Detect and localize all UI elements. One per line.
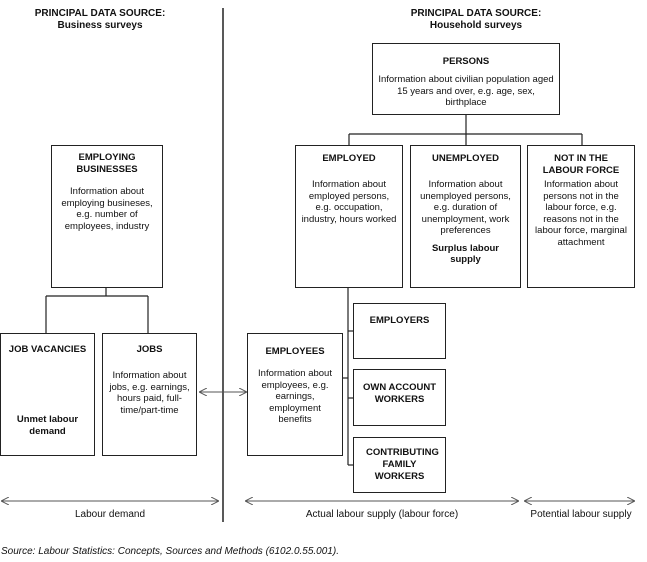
right-header: PRINCIPAL DATA SOURCE: Household surveys: [376, 8, 576, 32]
employed-title: EMPLOYED: [322, 153, 376, 164]
persons-box: PERSONS Information about civilian popul…: [372, 43, 560, 115]
employers-box: EMPLOYERS: [353, 303, 446, 359]
left-header-line1: PRINCIPAL DATA SOURCE:: [34, 8, 166, 19]
employing-businesses-desc: Information about employing busineses, e…: [61, 186, 153, 232]
own-account-workers-box: OWN ACCOUNT WORKERS: [353, 369, 446, 426]
employed-box: EMPLOYED Information about employed pers…: [295, 145, 403, 288]
left-header-line2: Business surveys: [57, 20, 143, 31]
job-vacancies-box: JOB VACANCIES Unmet labour demand: [0, 333, 95, 456]
contributing-family-workers-box: CONTRIBUTING FAMILY WORKERS: [353, 437, 446, 493]
employees-title: EMPLOYEES: [265, 346, 325, 357]
jobs-box: JOBS Information about jobs, e.g. earnin…: [102, 333, 197, 456]
contributing-family-workers-title: CONTRIBUTING FAMILY WORKERS: [366, 447, 439, 482]
unemployed-note: Surplus labour supply: [431, 242, 500, 266]
persons-desc: Information about civilian population ag…: [378, 74, 554, 108]
own-account-workers-title: OWN ACCOUNT WORKERS: [363, 382, 436, 405]
source-note: Source: Labour Statistics: Concepts, Sou…: [1, 546, 339, 557]
right-header-line2: Household surveys: [429, 20, 523, 31]
not-in-labour-force-title: NOT IN THE LABOUR FORCE: [542, 153, 620, 176]
employing-businesses-box: EMPLOYING BUSINESSES Information about e…: [51, 145, 163, 288]
employers-title: EMPLOYERS: [369, 315, 430, 326]
potential-supply-label: Potential labour supply: [530, 509, 632, 520]
jobs-desc: Information about jobs, e.g. earnings, h…: [109, 370, 190, 416]
labour-demand-label: Labour demand: [74, 509, 146, 520]
actual-supply-label: Actual labour supply (labour force): [305, 509, 459, 520]
employees-desc: Information about employees, e.g. earnin…: [258, 368, 332, 425]
left-header: PRINCIPAL DATA SOURCE: Business surveys: [0, 8, 200, 32]
unemployed-title: UNEMPLOYED: [431, 153, 500, 164]
job-vacancies-note: Unmet labour demand: [16, 414, 79, 437]
unemployed-desc: Information about unemployed persons, e.…: [420, 179, 511, 236]
job-vacancies-title: JOB VACANCIES: [8, 344, 87, 355]
right-header-line1: PRINCIPAL DATA SOURCE:: [410, 8, 542, 19]
jobs-title: JOBS: [136, 344, 163, 355]
employed-desc: Information about employed persons, e.g.…: [301, 179, 397, 225]
unemployed-box: UNEMPLOYED Information about unemployed …: [410, 145, 521, 288]
employing-businesses-title: EMPLOYING BUSINESSES: [76, 152, 138, 175]
persons-title: PERSONS: [442, 56, 490, 67]
employees-box: EMPLOYEES Information about employees, e…: [247, 333, 343, 456]
not-in-labour-force-desc: Information about persons not in the lab…: [535, 179, 627, 248]
not-in-labour-force-box: NOT IN THE LABOUR FORCE Information abou…: [527, 145, 635, 288]
